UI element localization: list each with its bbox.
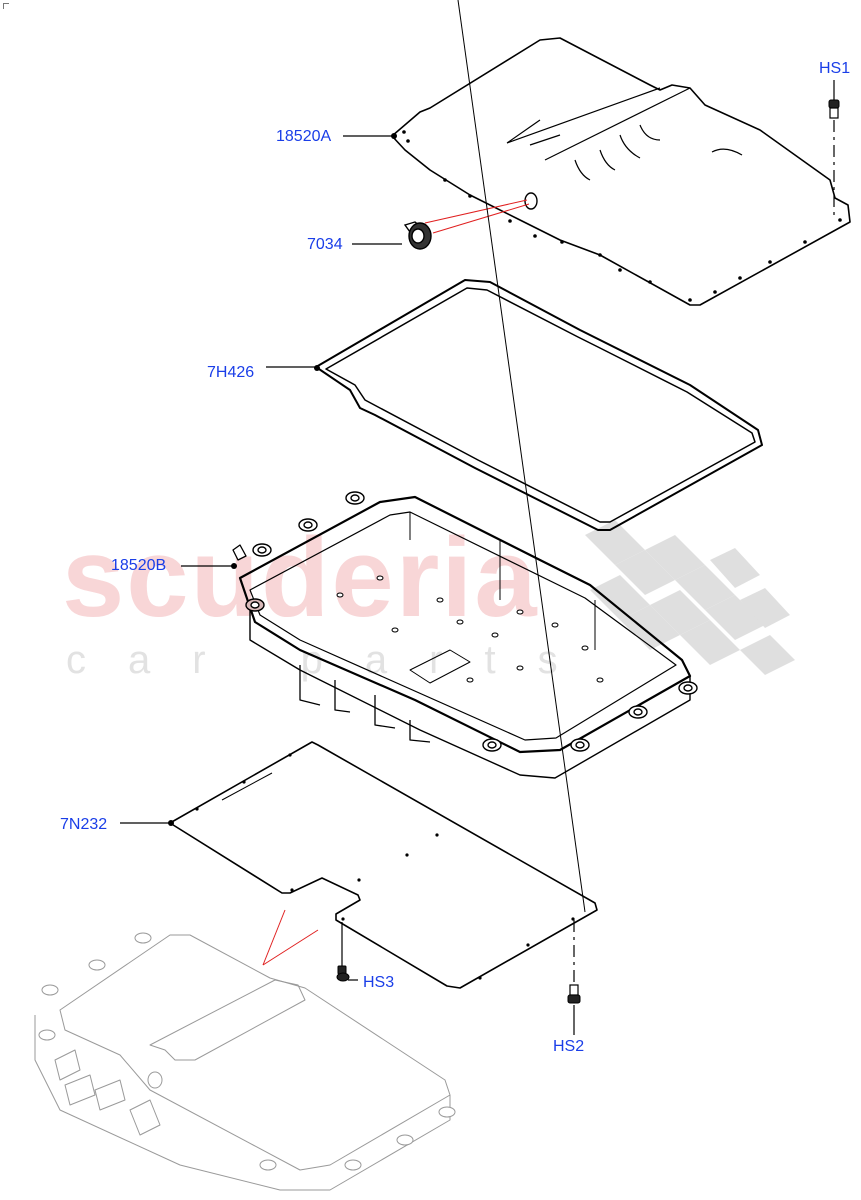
callout-HS3[interactable]: HS3 xyxy=(363,974,395,991)
fastener-part-hs2 xyxy=(567,920,581,1035)
gasket-seal-part xyxy=(314,279,763,531)
battery-pack-ghost xyxy=(34,932,456,1191)
fastener-part-hs1 xyxy=(828,80,840,218)
reference-lines-7034 xyxy=(424,199,530,234)
callout-7034[interactable]: 7034 xyxy=(307,236,343,253)
callout-HS1[interactable]: HS1 xyxy=(819,60,851,77)
checker-flag-watermark xyxy=(585,520,795,675)
shield-plate-part xyxy=(168,0,598,989)
fastener-part-hs3 xyxy=(336,922,350,982)
watermark-logo-text: scuderia xyxy=(62,515,539,640)
lower-tray-part xyxy=(231,491,698,779)
callout-7N232[interactable]: 7N232 xyxy=(60,816,108,833)
callout-18520A[interactable]: 18520A xyxy=(276,128,332,145)
reference-lines-shield xyxy=(262,909,319,966)
watermark-subtitle-text: car parts xyxy=(66,638,600,682)
upper-cover-part xyxy=(391,37,851,306)
callout-18520B[interactable]: 18520B xyxy=(111,557,167,574)
callout-7H426[interactable]: 7H426 xyxy=(207,364,255,381)
connector-part-7034 xyxy=(403,221,432,250)
callout-HS2[interactable]: HS2 xyxy=(553,1038,585,1055)
leader-lines xyxy=(120,135,402,981)
corner-crop-mark xyxy=(3,3,9,9)
